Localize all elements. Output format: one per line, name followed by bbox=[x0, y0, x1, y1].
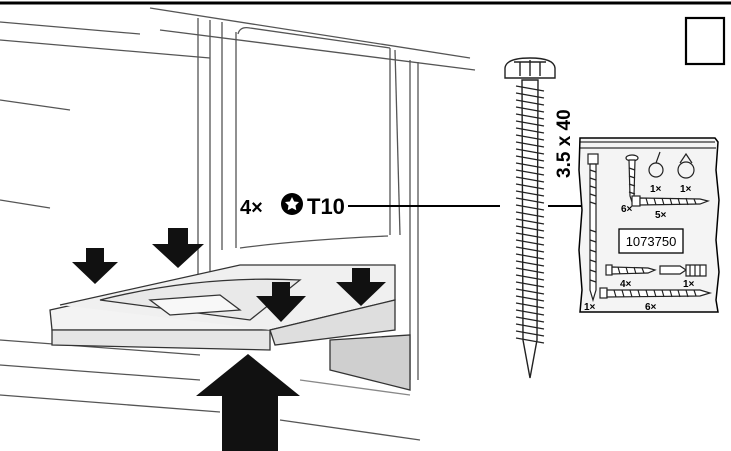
screw-thread bbox=[515, 162, 545, 169]
down-arrow-4 bbox=[336, 268, 386, 306]
screw-thread bbox=[515, 253, 545, 260]
count-long-screw: 5× bbox=[655, 210, 667, 221]
screw-thread bbox=[515, 99, 545, 106]
up-arrow bbox=[196, 354, 300, 451]
count-bottom-screws: 6× bbox=[645, 302, 657, 313]
bottom-screw-icon bbox=[599, 287, 713, 299]
screw-thread bbox=[515, 141, 545, 148]
screw-thread bbox=[515, 323, 545, 330]
screw-thread bbox=[515, 134, 545, 141]
screw-thread bbox=[515, 190, 545, 197]
screw-thread bbox=[515, 246, 545, 253]
part-number: 1073750 bbox=[626, 234, 677, 249]
screw-thread bbox=[515, 120, 545, 127]
screw-thread bbox=[515, 316, 545, 323]
press-arrows bbox=[72, 228, 386, 451]
screw-thread bbox=[515, 148, 545, 155]
long-screw-icon bbox=[631, 195, 711, 207]
screw-thread bbox=[515, 218, 545, 225]
screw-thread bbox=[515, 295, 545, 302]
screw-thread bbox=[515, 113, 545, 120]
screw-thread bbox=[515, 281, 545, 288]
screw-thread bbox=[515, 92, 545, 99]
clip-b-icon bbox=[677, 152, 695, 179]
count-side-screw: 1× bbox=[584, 302, 596, 313]
down-arrow-3 bbox=[256, 282, 306, 322]
screw-thread bbox=[515, 204, 545, 211]
screw-thread bbox=[515, 155, 545, 162]
screw-thread bbox=[515, 302, 545, 309]
screw-thread bbox=[515, 169, 545, 176]
screw-dimension-label: 3.5 x 40 bbox=[554, 109, 575, 178]
screw-thread bbox=[515, 176, 545, 183]
screw-thread bbox=[515, 225, 545, 232]
screw-thread bbox=[515, 127, 545, 134]
screw-thread bbox=[515, 211, 545, 218]
screw-thread bbox=[515, 288, 545, 295]
screw-thread bbox=[515, 106, 545, 113]
count-plug: 1× bbox=[683, 279, 695, 290]
mounting-plate bbox=[49, 264, 411, 391]
screw-thread bbox=[515, 267, 545, 274]
plug-icon bbox=[659, 264, 707, 277]
screw-thread bbox=[515, 197, 545, 204]
screw-thread bbox=[515, 309, 545, 316]
torx-icon bbox=[281, 193, 303, 215]
count-clip-a: 1× bbox=[650, 184, 662, 195]
screw-thread bbox=[515, 337, 545, 344]
count-small-screws: 6× bbox=[621, 204, 633, 215]
parts-card: 1073750 1× 1× 6× 5× 4× 1× 1× 6× bbox=[578, 137, 720, 313]
short-screw-icon bbox=[605, 264, 657, 276]
screw-thread bbox=[515, 85, 545, 92]
screw-thread bbox=[515, 274, 545, 281]
screw-threads bbox=[515, 85, 545, 344]
screw-illustration bbox=[504, 57, 556, 379]
screw-thread bbox=[515, 239, 545, 246]
clip-a-icon bbox=[648, 151, 664, 178]
count-clip-b: 1× bbox=[680, 184, 692, 195]
cabinet-illustration bbox=[0, 7, 476, 441]
step-checkbox[interactable] bbox=[684, 16, 726, 66]
count-short-screws: 4× bbox=[620, 279, 632, 290]
down-arrow-2 bbox=[152, 228, 204, 268]
part-number-box bbox=[618, 228, 684, 254]
screw-thread bbox=[515, 183, 545, 190]
side-screw-icon bbox=[587, 153, 599, 303]
quantity-label: 4× bbox=[240, 197, 263, 219]
torx-size-label: T10 bbox=[307, 194, 345, 219]
down-arrow-1 bbox=[72, 248, 118, 284]
screw-thread bbox=[515, 260, 545, 267]
screw-thread bbox=[515, 330, 545, 337]
screw-thread bbox=[515, 232, 545, 239]
